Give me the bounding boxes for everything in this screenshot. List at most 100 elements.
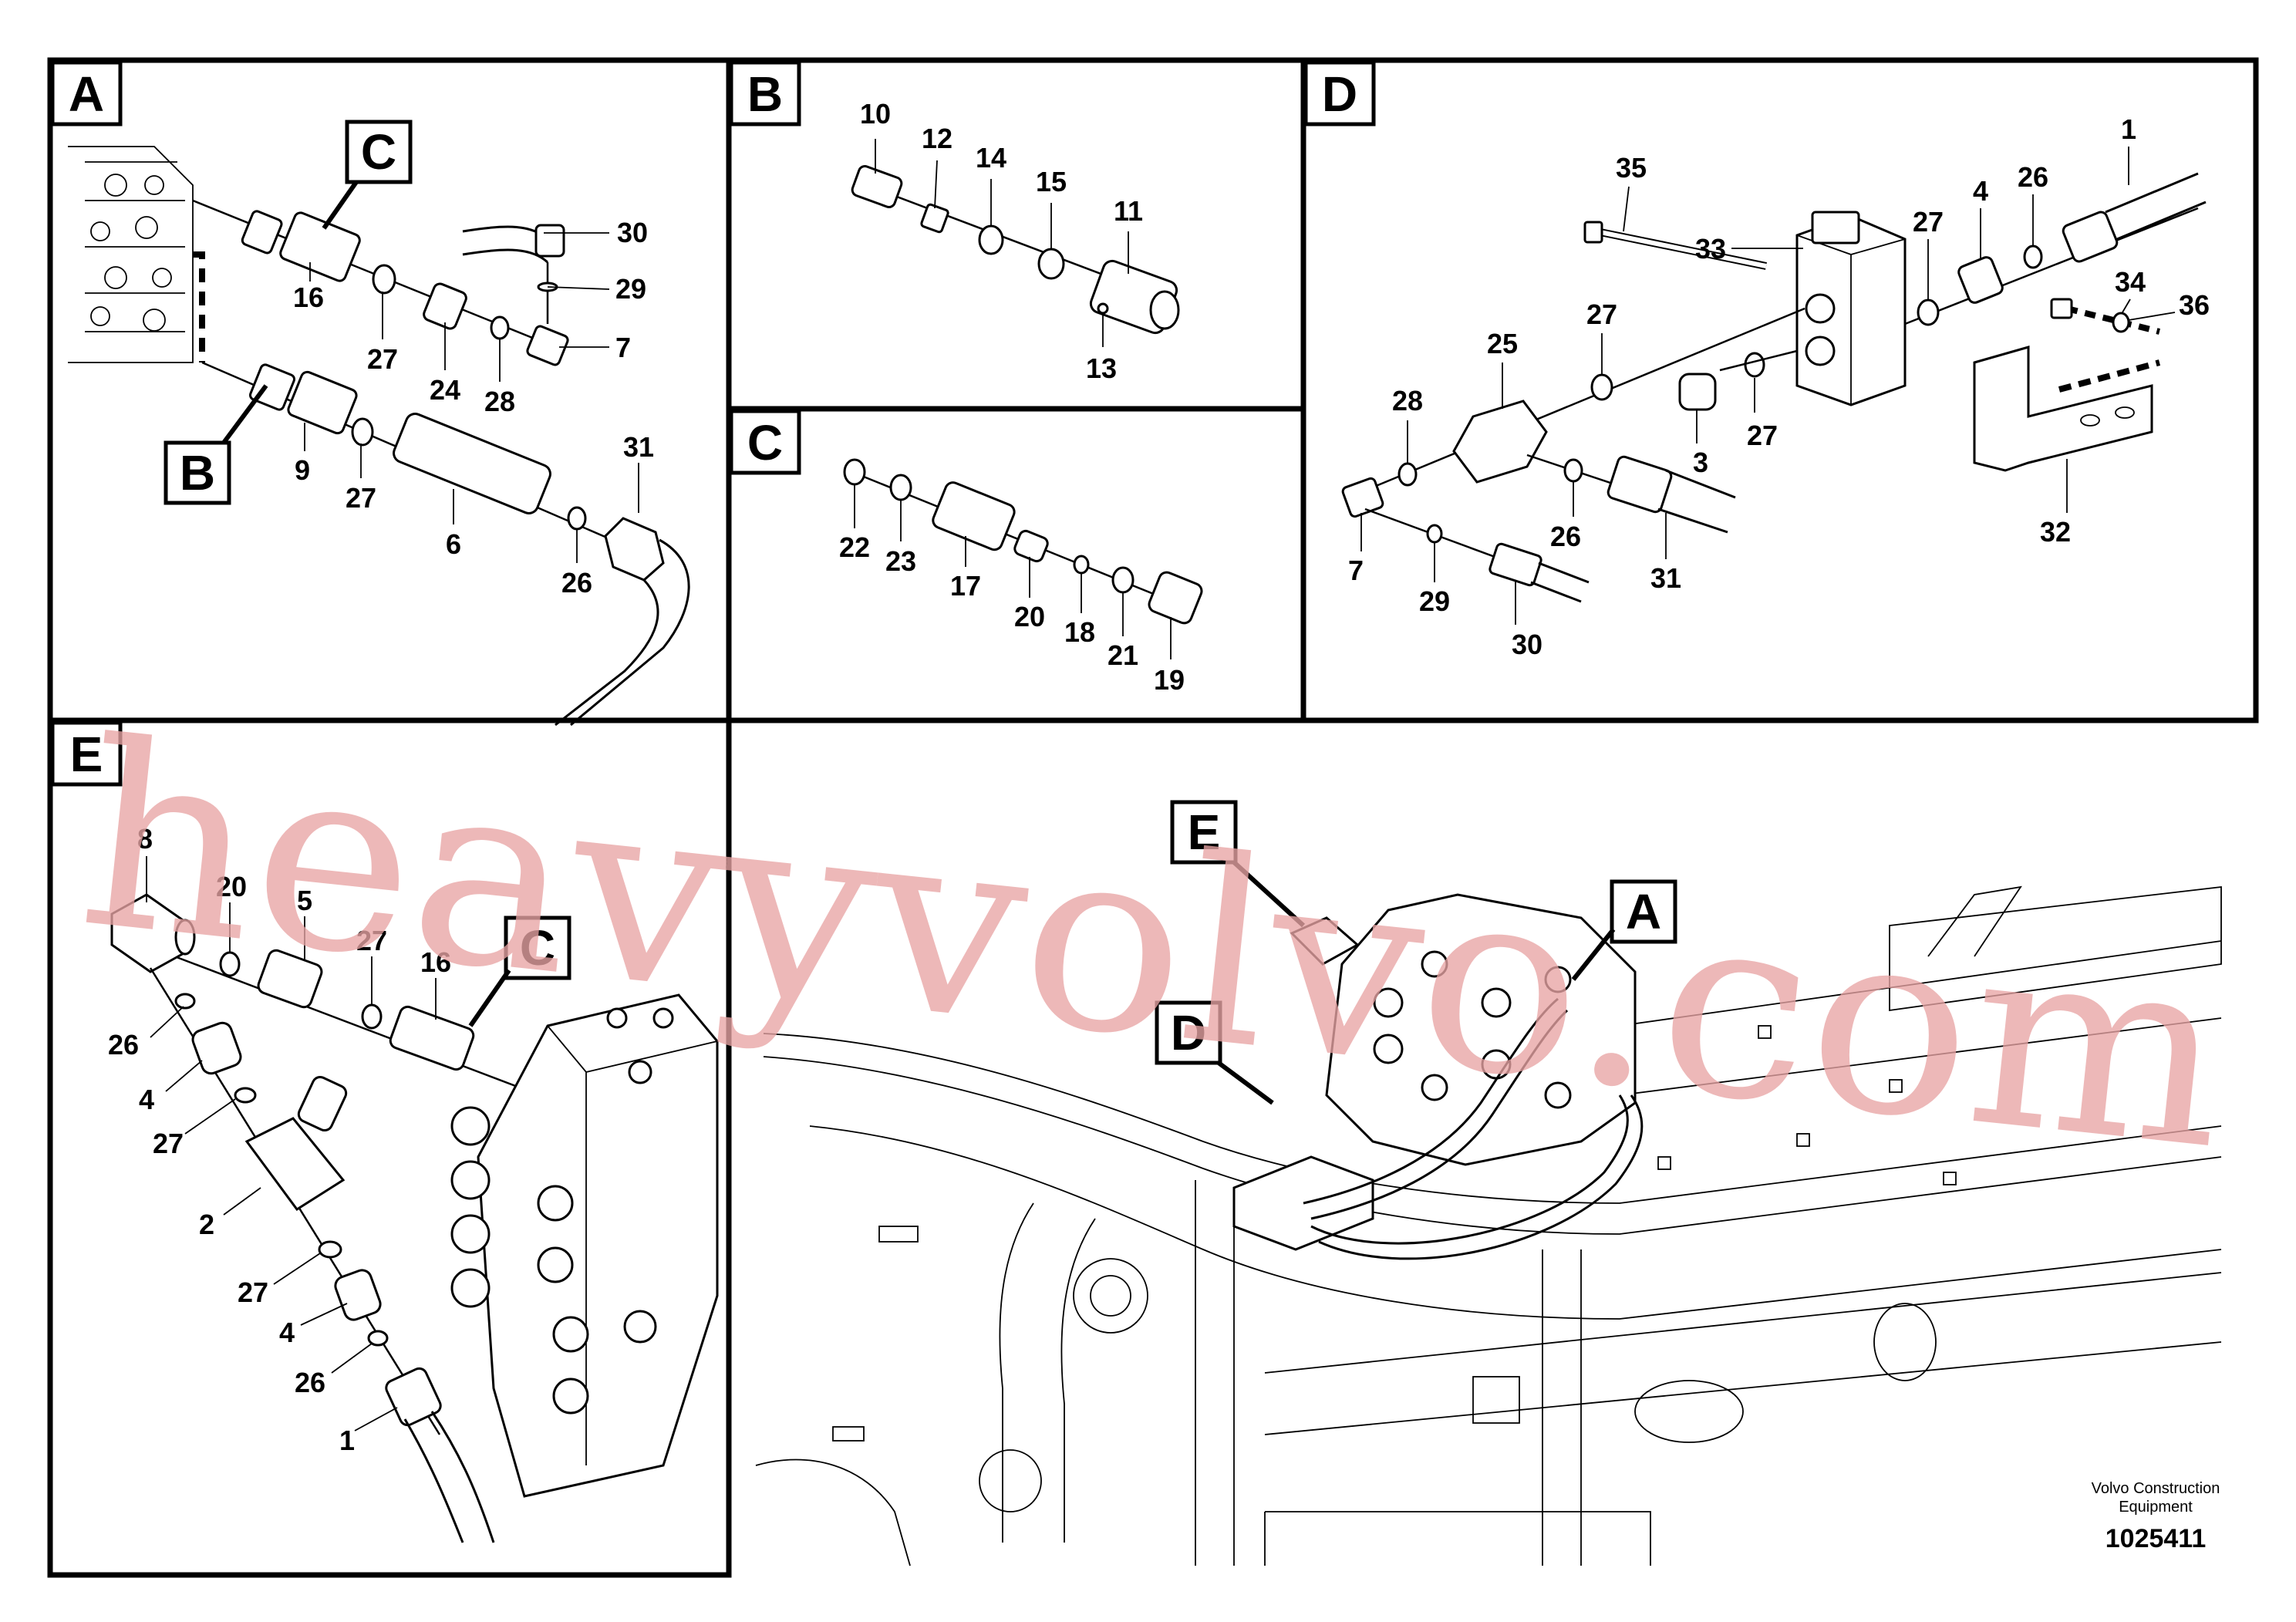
panel-tag-e: E [50, 720, 123, 787]
svg-text:D: D [1322, 66, 1357, 122]
svg-text:12: 12 [922, 123, 952, 154]
svg-text:27: 27 [1586, 298, 1617, 330]
panel-c-labels: 22 23 17 20 18 21 19 [839, 531, 1185, 696]
svg-text:13: 13 [1086, 352, 1117, 384]
svg-text:27: 27 [346, 482, 376, 514]
watermark: heavyvolvo.com [69, 686, 2240, 1206]
panel-tag-d: D [1303, 60, 1376, 126]
svg-text:C: C [361, 124, 396, 180]
svg-text:27: 27 [238, 1276, 268, 1308]
svg-text:16: 16 [293, 282, 324, 313]
panel-e-leaders [146, 856, 437, 1431]
svg-text:2: 2 [199, 1209, 214, 1240]
svg-text:28: 28 [484, 386, 515, 417]
svg-text:33: 33 [1695, 233, 1726, 265]
svg-text:D: D [1171, 1005, 1206, 1061]
svg-text:8: 8 [137, 823, 153, 855]
panel-e-labels: 8 20 5 27 16 26 4 27 2 27 4 26 1 [108, 823, 451, 1456]
panel-frames [47, 57, 2259, 1578]
svg-text:35: 35 [1616, 152, 1647, 184]
svg-text:32: 32 [2040, 516, 2071, 548]
svg-text:18: 18 [1064, 616, 1095, 648]
svg-text:34: 34 [2115, 266, 2146, 298]
svg-text:C: C [520, 920, 555, 976]
svg-text:24: 24 [430, 374, 460, 406]
svg-text:36: 36 [2179, 289, 2210, 321]
panel-d-labels: 35 33 1 27 4 26 34 36 27 25 28 27 3 26 3… [1348, 113, 2210, 660]
panel-c-drawing [843, 458, 1203, 625]
panel-b-drawing [851, 165, 1180, 335]
panel-a-leaders [304, 232, 639, 563]
svg-text:27: 27 [356, 925, 387, 956]
panel-b-labels: 10 12 14 15 11 13 [860, 98, 1143, 384]
svg-text:20: 20 [1014, 601, 1045, 632]
svg-text:30: 30 [617, 217, 648, 248]
svg-text:5: 5 [297, 885, 312, 916]
svg-text:19: 19 [1154, 664, 1185, 696]
svg-text:A: A [1626, 884, 1661, 939]
svg-text:26: 26 [2018, 161, 2048, 193]
overview-callout-d: D [1155, 1000, 1274, 1105]
panel-c-leaders [854, 484, 1172, 659]
svg-text:1: 1 [339, 1425, 355, 1456]
svg-text:6: 6 [446, 528, 461, 560]
panel-tag-a: A [50, 60, 123, 126]
svg-text:B: B [180, 445, 215, 501]
svg-text:C: C [747, 415, 783, 470]
svg-text:31: 31 [623, 431, 654, 463]
svg-text:14: 14 [976, 142, 1006, 174]
svg-text:30: 30 [1512, 629, 1542, 660]
svg-text:26: 26 [108, 1029, 139, 1061]
svg-text:E: E [70, 727, 103, 782]
panel-a-callout-b: B [164, 384, 268, 505]
overview-callout-a: A [1571, 879, 1677, 981]
svg-text:4: 4 [139, 1084, 154, 1115]
panel-tag-b: B [729, 60, 801, 126]
company-name-line-2: Equipment [2119, 1499, 2193, 1516]
svg-text:26: 26 [1550, 521, 1581, 552]
svg-text:B: B [747, 66, 783, 122]
svg-text:4: 4 [279, 1317, 295, 1348]
svg-text:22: 22 [839, 531, 870, 563]
svg-text:16: 16 [420, 946, 451, 978]
company-name-line-1: Volvo Construction [2092, 1480, 2220, 1497]
panel-d-leaders [1360, 147, 2176, 625]
document-number: 1025411 [2106, 1524, 2207, 1553]
svg-text:11: 11 [1114, 195, 1143, 227]
panel-a-labels: 30 29 7 16 27 24 28 9 27 6 26 31 [293, 217, 654, 599]
panel-d-drawing [1341, 172, 2207, 603]
svg-text:21: 21 [1108, 639, 1138, 671]
svg-text:20: 20 [216, 871, 247, 902]
svg-text:29: 29 [1419, 585, 1450, 617]
svg-text:29: 29 [615, 273, 646, 305]
svg-text:7: 7 [615, 332, 631, 363]
svg-text:heavyvolvo.com: heavyvolvo.com [69, 686, 2240, 1206]
svg-text:17: 17 [950, 570, 981, 602]
footer: Volvo Construction Equipment 1025411 [2092, 1480, 2220, 1553]
panel-e-callout-c: C [468, 916, 571, 1027]
svg-text:27: 27 [367, 343, 398, 375]
svg-text:26: 26 [295, 1367, 325, 1398]
panel-a-drawing [68, 146, 690, 727]
svg-text:23: 23 [885, 545, 916, 577]
panel-tag-c: C [729, 409, 801, 475]
panel-e-drawing [110, 893, 719, 1543]
svg-text:27: 27 [1913, 206, 1944, 238]
svg-text:E: E [1188, 804, 1221, 860]
svg-text:A: A [69, 66, 104, 122]
overview-callout-e: E [1170, 800, 1306, 928]
svg-text:7: 7 [1348, 555, 1364, 586]
svg-text:3: 3 [1693, 447, 1708, 478]
svg-text:26: 26 [561, 567, 592, 599]
svg-text:28: 28 [1392, 385, 1423, 416]
svg-text:4: 4 [1973, 175, 1988, 207]
svg-text:9: 9 [295, 454, 310, 486]
overview-drawing [755, 885, 2222, 1566]
panel-a-callout-c: C [322, 120, 413, 230]
svg-text:31: 31 [1650, 562, 1681, 594]
svg-text:15: 15 [1036, 166, 1067, 197]
panel-b-leaders [875, 139, 1129, 347]
svg-text:1: 1 [2121, 113, 2136, 145]
svg-text:10: 10 [860, 98, 891, 130]
